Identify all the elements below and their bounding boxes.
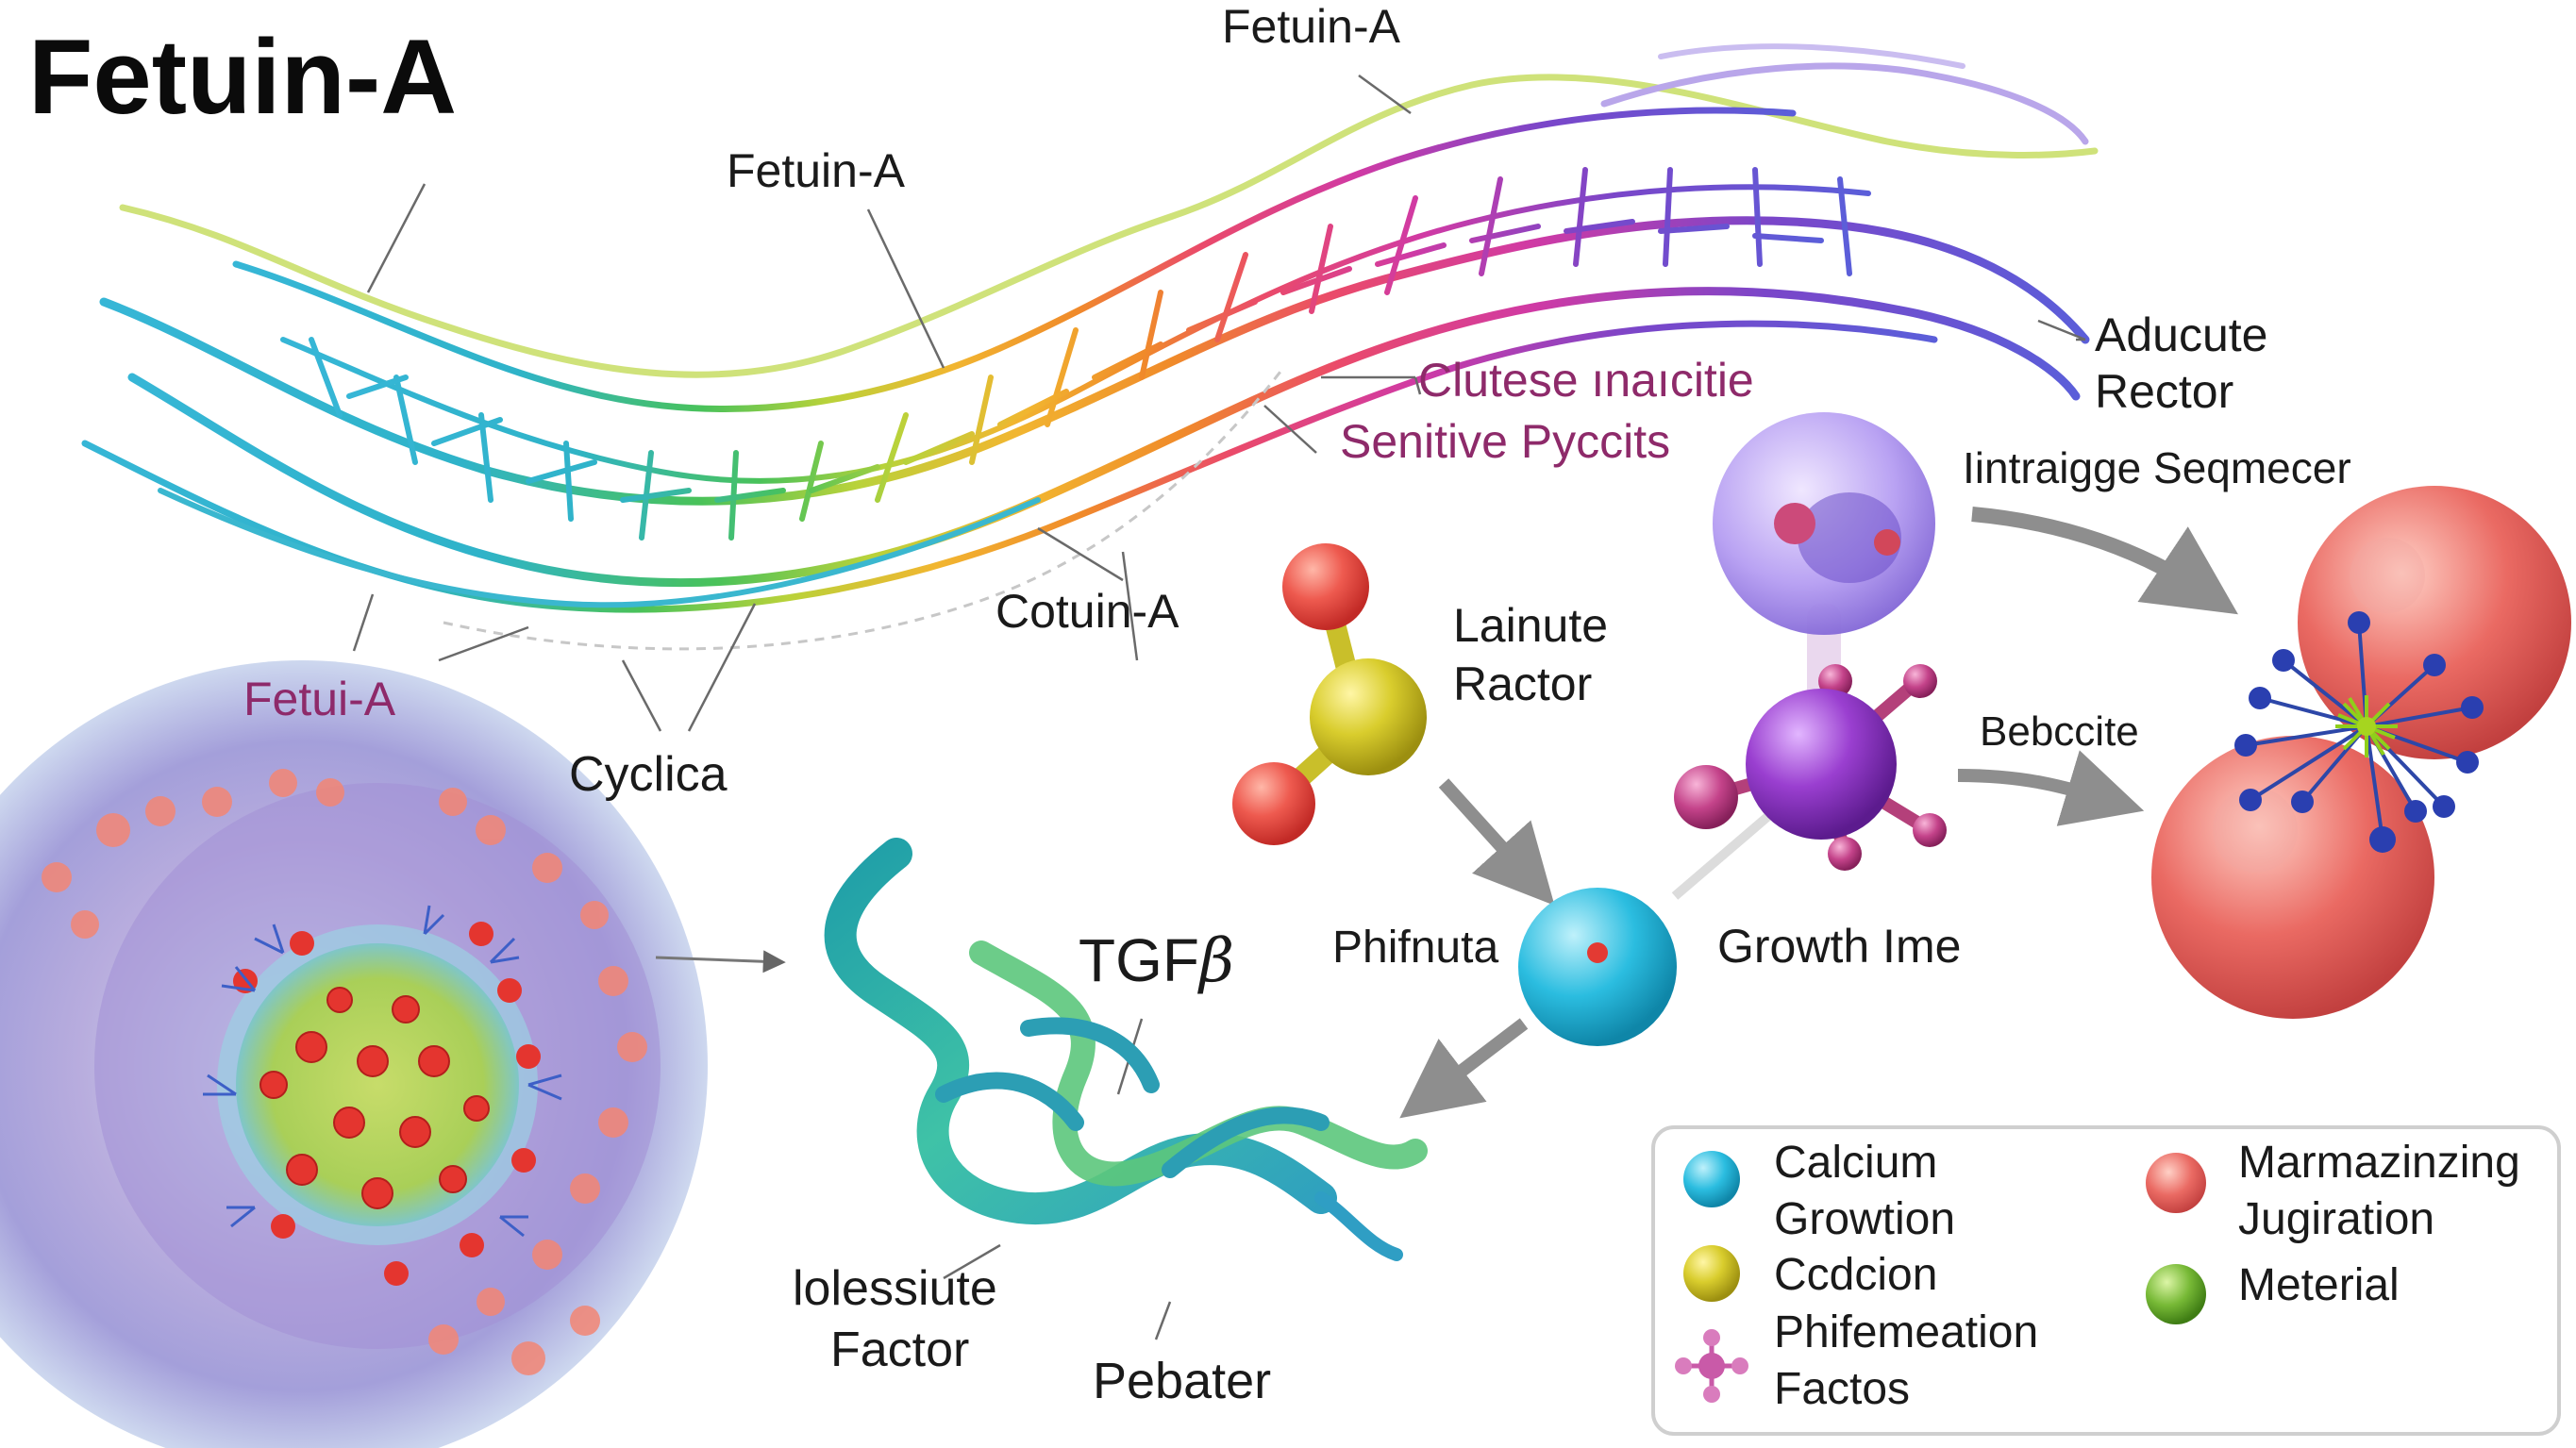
phifnuta-sphere xyxy=(1518,888,1677,1046)
yellow-sphere-icon xyxy=(1683,1245,1740,1302)
label-cyclica: Cyclica xyxy=(569,747,728,802)
legend-item-calcium: Calcium xyxy=(1774,1138,1937,1188)
legend-item-marmazinzing: Marmazinzing xyxy=(2238,1138,2520,1188)
lainute-ractor-molecule xyxy=(1232,543,1427,845)
legend-item-phifemeation: Phifemeation xyxy=(1774,1307,2038,1357)
green-sphere-icon xyxy=(2146,1264,2206,1324)
receptor-molecule xyxy=(1674,412,1947,871)
label-rector: Rector xyxy=(2095,365,2233,418)
label-tgf-beta: TGFβ xyxy=(1079,926,1234,996)
legend-item-jugiration: Jugiration xyxy=(2238,1194,2434,1244)
label-fetuin-mid: Fetuin-A xyxy=(727,144,906,197)
legend-item-meterial: Meterial xyxy=(2238,1260,2400,1310)
phifnuta-to-helix-arrow xyxy=(1399,1018,1529,1119)
lainute-to-phifnuta-arrow xyxy=(1438,778,1555,906)
blue-sphere-icon xyxy=(1683,1151,1740,1207)
legend: Calcium Growtion Ccdcion Phifemeation Fa… xyxy=(1651,1125,2561,1436)
tgf-beta-helix xyxy=(824,838,1428,1261)
label-molessiute: lolessiute xyxy=(793,1261,997,1316)
red-sphere-complex xyxy=(2151,486,2571,1019)
label-clutese: Clutese ınaıcitie xyxy=(1418,354,1754,407)
label-fetui-left: Fetui-A xyxy=(243,673,396,725)
legend-item-growtion: Growtion xyxy=(1774,1194,1955,1244)
red-sphere-icon xyxy=(2146,1153,2206,1213)
label-factor: Factor xyxy=(830,1323,969,1377)
label-phifnuta: Phifnuta xyxy=(1332,923,1498,973)
cell-cross-section xyxy=(0,660,708,1448)
legend-box xyxy=(1651,1125,2561,1436)
label-tgf: TGF xyxy=(1079,926,1199,994)
fetuin-protein-strand xyxy=(81,43,2099,613)
label-pebater: Pebater xyxy=(1093,1353,1271,1409)
label-lainute: Lainute xyxy=(1453,599,1608,652)
label-senitive: Senitive Pyccits xyxy=(1340,415,1670,468)
label-cotuin: Cotuin-A xyxy=(995,585,1179,638)
cell-to-tgf-arrow xyxy=(655,950,786,974)
label-ractor: Ractor xyxy=(1453,657,1592,710)
label-leader-lines xyxy=(352,74,2086,1340)
label-intraigge: Iintraigge Seqmecer xyxy=(1963,443,2351,492)
dashed-guide xyxy=(443,367,1285,651)
bebccite-arrow xyxy=(1957,750,2145,826)
page-title: Fetuin-A xyxy=(28,18,457,136)
label-bebccite: Bebccite xyxy=(1980,708,2139,755)
sequencer-arrow xyxy=(1971,507,2238,615)
legend-item-factos: Factos xyxy=(1774,1364,1910,1414)
molecule-icon xyxy=(1675,1329,1748,1403)
label-beta: β xyxy=(1197,926,1234,996)
label-aducute: Aducute xyxy=(2095,308,2267,361)
label-fetuin-top: Fetuin-A xyxy=(1222,0,1401,53)
phifnuta-to-purple-line xyxy=(1671,807,1778,900)
label-growth-ime: Growth Ime xyxy=(1717,920,1961,973)
legend-item-ccdcion: Ccdcion xyxy=(1774,1250,1937,1300)
